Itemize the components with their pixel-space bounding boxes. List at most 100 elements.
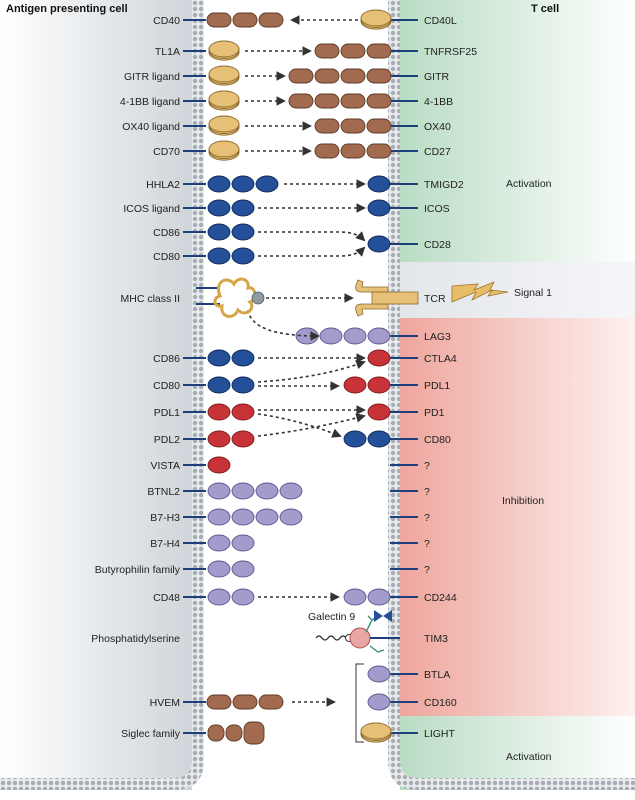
mhc-lag3-arrow <box>247 309 320 341</box>
cd48-right-domain-0 <box>367 588 391 606</box>
cd48-right-domains <box>343 588 391 606</box>
hhla2-left-domain-1 <box>231 175 255 193</box>
ox40-right-domain-0 <box>366 118 392 134</box>
pdl1-left-domains <box>207 403 255 421</box>
icosl-left-domain-1 <box>231 199 255 217</box>
siglec-right-disc-0 <box>360 722 392 740</box>
hvem-right-domain-0 <box>367 693 391 711</box>
tl1a-left-disc-0 <box>208 40 240 58</box>
hhla2-left-domains <box>207 175 279 193</box>
icosl-left-domain-0 <box>207 199 231 217</box>
butyro-left-domain-1 <box>231 560 255 578</box>
ox40-left-disc-0 <box>208 115 240 133</box>
vista-left-domains <box>207 456 231 474</box>
hvem-left-label: HVEM <box>150 697 180 709</box>
btnl2-left-label: BTNL2 <box>147 486 180 498</box>
siglec-right-label: LIGHT <box>424 728 456 740</box>
gitr-right-label: GITR <box>424 71 449 83</box>
hvem-left-domains <box>206 694 284 710</box>
cd70-left-label: CD70 <box>153 146 180 158</box>
cd80a-left-domains <box>207 247 255 265</box>
pdl2-left-label: PDL2 <box>154 434 180 446</box>
btla-right-label: BTLA <box>424 669 450 681</box>
icosl-right-domains <box>367 199 391 217</box>
icosl-right-domain-0 <box>367 199 391 217</box>
b7h3-right-label: ? <box>424 512 430 524</box>
ox40-right-domain-2 <box>314 118 340 134</box>
b7h3-left-domain-3 <box>279 508 303 526</box>
mhc-left-label: MHC class II <box>120 293 180 305</box>
butyro-left-domain-0 <box>207 560 231 578</box>
activation-label-bottom: Activation <box>506 751 552 763</box>
btnl2-left-domain-1 <box>231 482 255 500</box>
cd80-ctla4-arrow <box>257 360 366 383</box>
siglec-left-label: Siglec family <box>121 728 181 740</box>
cd80b-right-domains <box>343 376 391 394</box>
41bb-left-disc-0 <box>208 90 240 108</box>
b7h4-left-label: B7-H4 <box>150 538 180 550</box>
butyro-left-domains <box>207 560 255 578</box>
tl1a-right-domain-0 <box>366 43 392 59</box>
pdl1-right-domains <box>367 403 391 421</box>
gitr-right-domains <box>288 68 392 84</box>
activation-zone-top <box>400 0 635 262</box>
41bb-left-label: 4-1BB ligand <box>120 96 180 108</box>
gitr-right-domain-2 <box>314 68 340 84</box>
hvem-left-domain-0 <box>206 694 232 710</box>
cd40-right-disc-0 <box>360 9 392 27</box>
cd86a-left-domain-0 <box>207 223 231 241</box>
activation-zone-bottom <box>400 716 635 790</box>
activation-label-top: Activation <box>506 178 552 190</box>
cd80b-right-label: PDL1 <box>424 380 450 392</box>
phosphatidylserine-chain <box>315 635 347 641</box>
tim3-right-label: TIM3 <box>424 633 448 645</box>
hvem-left-domain-1 <box>232 694 258 710</box>
b7h3-left-domain-1 <box>231 508 255 526</box>
gitr-left-domains <box>208 65 240 86</box>
inhibition-zone <box>400 318 635 716</box>
vista-left-domain-0 <box>207 456 231 474</box>
apc-region <box>0 0 192 790</box>
hhla2-right-domain-0 <box>367 175 391 193</box>
siglec-left-domain-2 <box>243 721 265 745</box>
cd80b-left-domain-0 <box>207 376 231 394</box>
tl1a-right-domains <box>314 43 392 59</box>
siglec-right-domains <box>360 722 392 743</box>
hhla2-left-domain-2 <box>255 175 279 193</box>
cd80b-left-domains <box>207 376 255 394</box>
btla-right-domains <box>367 665 391 683</box>
cd28-right-domain-0 <box>367 235 391 253</box>
pdl2-right-domains <box>343 430 391 448</box>
hhla2-left-label: HHLA2 <box>146 179 180 191</box>
pdl2-right-domain-0 <box>367 430 391 448</box>
vista-left-label: VISTA <box>150 460 180 472</box>
gitr-right-domain-3 <box>288 68 314 84</box>
cd48-left-domain-0 <box>207 588 231 606</box>
b7h3-left-domain-2 <box>255 508 279 526</box>
galectin-9-label: Galectin 9 <box>308 611 355 623</box>
cd86b-left-domain-0 <box>207 349 231 367</box>
btnl2-left-domain-3 <box>279 482 303 500</box>
tcell-header: T cell <box>531 3 559 15</box>
siglec-left-domain-1 <box>225 724 243 742</box>
cd80b-right-domain-0 <box>367 376 391 394</box>
pdl1-left-label: PDL1 <box>154 407 180 419</box>
ox40-left-domains <box>208 115 240 136</box>
tl1a-left-domains <box>208 40 240 61</box>
gitr-left-label: GITR ligand <box>124 71 180 83</box>
hvem-receptor-bracket <box>355 663 364 743</box>
hvem-right-domains <box>367 693 391 711</box>
signal1-bolt-icon <box>451 281 509 303</box>
pdl1-left-domain-0 <box>207 403 231 421</box>
pdl2-pd1-arrow <box>257 413 366 437</box>
cd70-right-domain-1 <box>340 143 366 159</box>
lag3-right-label: LAG3 <box>424 331 451 343</box>
butyro-left-label: Butyrophilin family <box>95 564 181 576</box>
butyro-right-label: ? <box>424 564 430 576</box>
cd80b-right-domain-1 <box>343 376 367 394</box>
cd70-right-domains <box>314 143 392 159</box>
ox40-right-label: OX40 <box>424 121 451 133</box>
hhla2-right-domains <box>367 175 391 193</box>
cd28-right-label: CD28 <box>424 239 451 251</box>
